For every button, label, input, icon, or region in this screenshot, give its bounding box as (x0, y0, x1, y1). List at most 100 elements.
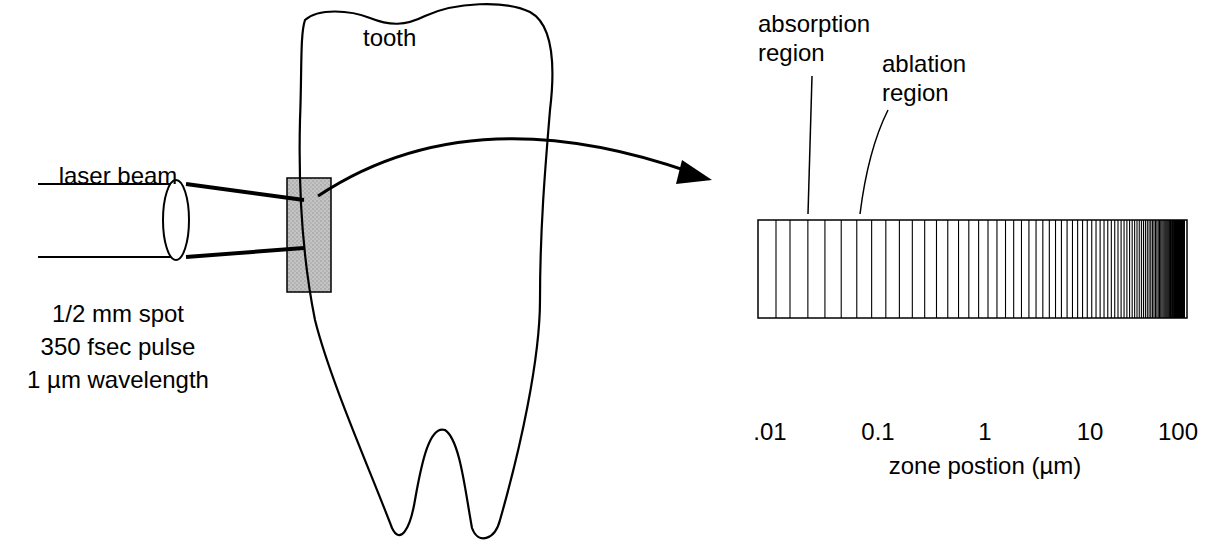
zone-line (924, 220, 925, 318)
zone-line (1132, 220, 1133, 318)
zone-line (987, 220, 988, 318)
zone-line (1145, 220, 1146, 318)
zone-line (1161, 220, 1162, 318)
zone-line (1072, 220, 1073, 318)
zone-line (978, 220, 979, 318)
zone-line (1155, 220, 1156, 318)
zone-line (1103, 220, 1104, 318)
zone-line (1091, 220, 1092, 318)
zone-line (1021, 220, 1022, 318)
zone-line (1180, 220, 1181, 318)
zone-line (1179, 220, 1180, 318)
zone-line (1183, 220, 1184, 318)
tick-label: 100 (1148, 418, 1208, 447)
zone-line (824, 220, 825, 318)
zone-line (996, 220, 997, 318)
zone-line (1150, 220, 1151, 318)
zone-line (1183, 220, 1184, 318)
zone-line (936, 220, 937, 318)
zone-line (1143, 220, 1144, 318)
zone-line (1129, 220, 1130, 318)
tick-label: 1 (955, 418, 1015, 447)
zone-line (1180, 220, 1181, 318)
zone-line (1107, 220, 1108, 318)
zone-line (1095, 220, 1096, 318)
zone-line (1077, 220, 1078, 318)
zone-line (1035, 220, 1036, 318)
zone-line (1139, 220, 1140, 318)
zone-line (1082, 220, 1083, 318)
tick-label: 0.1 (848, 418, 908, 447)
zone-line (1178, 220, 1179, 318)
zone-line (912, 220, 913, 318)
zone-lines (776, 220, 1184, 318)
zone-line (1100, 220, 1101, 318)
zone-line (968, 220, 969, 318)
zone-line (1184, 220, 1185, 318)
zone-line (1181, 220, 1182, 318)
zone-line (1182, 220, 1183, 318)
zone-line (1061, 220, 1062, 318)
zone-line (1156, 220, 1157, 318)
zone-line (1174, 220, 1175, 318)
zone-line (1134, 220, 1135, 318)
zone-line (1181, 220, 1182, 318)
zone-line (1028, 220, 1029, 318)
zone-line (1087, 220, 1088, 318)
zone-line (1117, 220, 1118, 318)
zone-line (1055, 220, 1056, 318)
zone-line (1172, 220, 1173, 318)
zone-line (1163, 220, 1164, 318)
zone-line (1136, 220, 1137, 318)
zone-line (1166, 220, 1167, 318)
leader-line (860, 110, 888, 214)
zone-line (1179, 220, 1180, 318)
zone-line (775, 220, 776, 318)
converging-beam (186, 184, 304, 200)
zone-line (1183, 220, 1184, 318)
zone-line (1049, 220, 1050, 318)
tooth-border (300, 4, 553, 538)
tick-label: .01 (740, 418, 800, 447)
beam-spec: 350 fsec pulse (8, 333, 228, 362)
zone-line (899, 220, 900, 318)
zone-line (1171, 220, 1172, 318)
beam-label: laser beam (58, 162, 178, 191)
focus-region (287, 178, 331, 292)
zone-line (1124, 220, 1125, 318)
zone-line (1182, 220, 1183, 318)
beam-spec: 1 µm wavelength (8, 366, 228, 395)
zone-line (1176, 220, 1177, 318)
part-name: tooth (363, 24, 416, 53)
zone-line (1183, 220, 1184, 318)
zone-line (1013, 220, 1014, 318)
zone-line (1170, 220, 1171, 318)
zone-line (1147, 220, 1148, 318)
beam-edge (38, 256, 176, 258)
zone-line (885, 220, 886, 318)
zone-line (1178, 220, 1179, 318)
zone-line (1177, 220, 1178, 318)
zone-line (1164, 220, 1165, 318)
zone-line (1180, 220, 1181, 318)
zone-line (947, 220, 948, 318)
zone-line (1159, 220, 1160, 318)
zone-line (789, 220, 790, 318)
zone-line (1173, 220, 1174, 318)
zone-line (1173, 220, 1174, 318)
zone-line (1181, 220, 1182, 318)
zone-line (1158, 220, 1159, 318)
zone-line (1067, 220, 1068, 318)
leader-line (808, 76, 812, 214)
zone-line (1168, 220, 1169, 318)
zone-line (1183, 220, 1184, 318)
zone-line (1180, 220, 1181, 318)
zone-line (856, 220, 857, 318)
beam-spec: 1/2 mm spot (8, 300, 228, 329)
zone-line (1176, 220, 1177, 318)
zone-line (1121, 220, 1122, 318)
zone-line (1160, 220, 1161, 318)
zone-line (1152, 220, 1153, 318)
zone-line (1165, 220, 1166, 318)
zone-line (1181, 220, 1182, 318)
